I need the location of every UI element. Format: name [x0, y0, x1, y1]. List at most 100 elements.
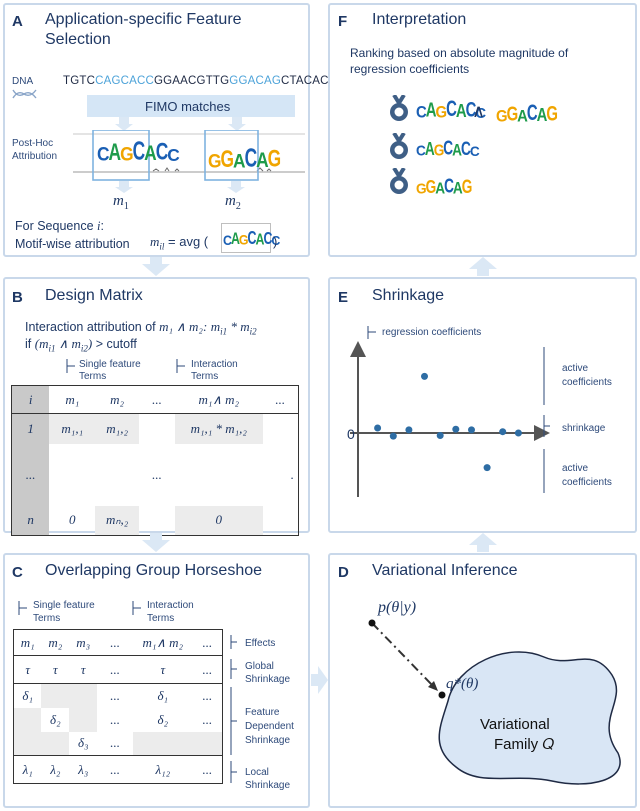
logo-letter: A — [424, 139, 435, 160]
logo-letter: G — [120, 141, 134, 165]
c-label-feat-3: Shrinkage — [245, 735, 291, 746]
b-single-label-1: Single feature — [79, 359, 141, 370]
formula-close: ) — [273, 234, 278, 249]
formula-logo-box — [221, 223, 271, 253]
interaction-line2: if (mi1 ∧ mi2) > cutoff — [25, 336, 137, 354]
hs-cell: ... — [97, 655, 133, 684]
panel-b: B Design Matrix Interaction attribution … — [3, 277, 310, 536]
hs-cell: m₂ — [41, 629, 70, 656]
hs-cell: τ — [132, 655, 193, 684]
dm-header-cell: m₁∧ m₂ — [174, 385, 263, 414]
logo-letter: G — [425, 177, 437, 198]
e-shrinkage-label: shrinkage — [562, 423, 606, 434]
dm-cell — [262, 505, 299, 536]
b-single-label-2: Terms — [79, 371, 107, 382]
panel-f: F Interpretation Ranking based on absolu… — [328, 3, 637, 257]
logo-letter: A — [233, 148, 246, 172]
e-active2-line1: active — [562, 463, 589, 474]
dm-cell — [262, 413, 299, 444]
hs-cell: δ₂ — [157, 711, 169, 727]
panel-b-letter: B — [12, 289, 23, 306]
hs-cell: m₃ — [69, 629, 98, 656]
logo-letter: G — [546, 103, 558, 127]
dm-cell: mₙ,₂ — [95, 505, 140, 536]
hs-cell: δ₁ — [157, 687, 169, 703]
m1-label: m1 — [113, 193, 129, 212]
panel-a-title-line2: Selection — [45, 31, 111, 48]
logo-letter: G — [208, 149, 222, 172]
hs-cell: m₁∧ m₂ — [132, 629, 193, 656]
design-matrix-table: i m₁ m₂ ... m₁∧ m₂ ... 1 m₁,₁ m₁,₂ m₁,₁ … — [11, 385, 299, 536]
logo-letter: A — [435, 180, 446, 198]
c-single-label-1: Single feature — [33, 600, 95, 611]
dna-sequence: TGTCCAGCACCGGAACGTTGGGACAGCTACAC — [63, 75, 329, 87]
dm-cell: 1 — [11, 413, 50, 444]
e-legend-bracket — [367, 326, 376, 339]
panel-a-title-line1: Application-specific Feature — [45, 11, 242, 28]
logo-letter: C — [416, 142, 426, 160]
scatter-point — [468, 426, 475, 434]
logo-letter: A — [517, 107, 528, 127]
dm-header-cell: ... — [262, 385, 299, 414]
logo-letter: C — [446, 98, 457, 123]
hs-cell — [192, 731, 223, 756]
dm-cell: 0 — [174, 505, 263, 536]
hs-cell: ... — [97, 629, 133, 656]
family-label-line2: Family 𝑄 — [494, 736, 555, 753]
logo-letter: A — [452, 178, 463, 198]
hs-cell: ... — [192, 683, 223, 708]
dm-cell: ... — [11, 443, 50, 506]
logo-letter: G — [267, 143, 282, 172]
logo-letter: C — [444, 175, 454, 198]
dm-cell: ... — [152, 466, 162, 482]
logo-letter: A — [536, 106, 548, 127]
dm-header-row: i m₁ m₂ ... m₁∧ m₂ ... — [11, 385, 299, 414]
logo-letter: C — [460, 138, 471, 160]
b-inter-label-2: Terms — [191, 371, 219, 382]
m2-label: m2 — [225, 193, 241, 212]
variational-diagram — [368, 619, 621, 785]
b-term-brackets — [66, 359, 185, 373]
posthoc-label-line1: Post-Hoc — [12, 138, 54, 149]
e-right-brackets — [543, 347, 550, 493]
c-single-label-2: Terms — [33, 613, 61, 624]
dna-seg-motif1: CAGCACC — [95, 75, 155, 87]
logo-letter: C — [469, 144, 480, 160]
logo-letter: A — [256, 147, 269, 172]
dna-label: DNA — [12, 76, 34, 87]
logo-letter: C — [416, 104, 427, 123]
variational-family-blob — [438, 651, 621, 785]
hs-cell: m₁ — [13, 629, 42, 656]
scatter-point — [421, 372, 428, 380]
logo-letter: A — [230, 228, 240, 248]
medal-icon-1 — [390, 95, 408, 121]
q-star-label: q*(θ) — [446, 676, 479, 692]
panel-c-title: Overlapping Group Horseshoe — [45, 562, 263, 579]
logo-letter: C — [263, 228, 273, 248]
logo-letter: C — [465, 99, 477, 123]
panel-c: C Overlapping Group Horseshoe Single fea… — [3, 553, 310, 808]
c-inter-label-2: Terms — [147, 613, 175, 624]
logo-letter: G — [238, 231, 249, 248]
fimo-label: FIMO matches — [145, 99, 231, 114]
dm-cell: m₁,₁ * m₁,₂ — [174, 413, 263, 444]
c-label-feat-1: Feature — [245, 707, 280, 718]
logo-letter: C — [97, 142, 110, 165]
dm-cell: n — [11, 505, 50, 536]
c-label-local-1: Local — [245, 767, 269, 778]
panel-e-letter: E — [338, 289, 349, 306]
dna-helix-icon — [12, 89, 37, 99]
hs-cell: ... — [97, 755, 133, 784]
hs-cell: λ₃ — [69, 755, 98, 784]
hs-cell — [69, 707, 98, 732]
scatter-point — [483, 464, 491, 472]
projection-dashed-line — [371, 622, 435, 688]
panel-a-letter: A — [12, 13, 23, 30]
e-active2-line2: coefficients — [562, 477, 612, 488]
hs-feat-row-3: δ₃ ... — [13, 731, 223, 756]
panel-d-title: Variational Inference — [372, 562, 518, 579]
hs-cell — [69, 683, 98, 708]
